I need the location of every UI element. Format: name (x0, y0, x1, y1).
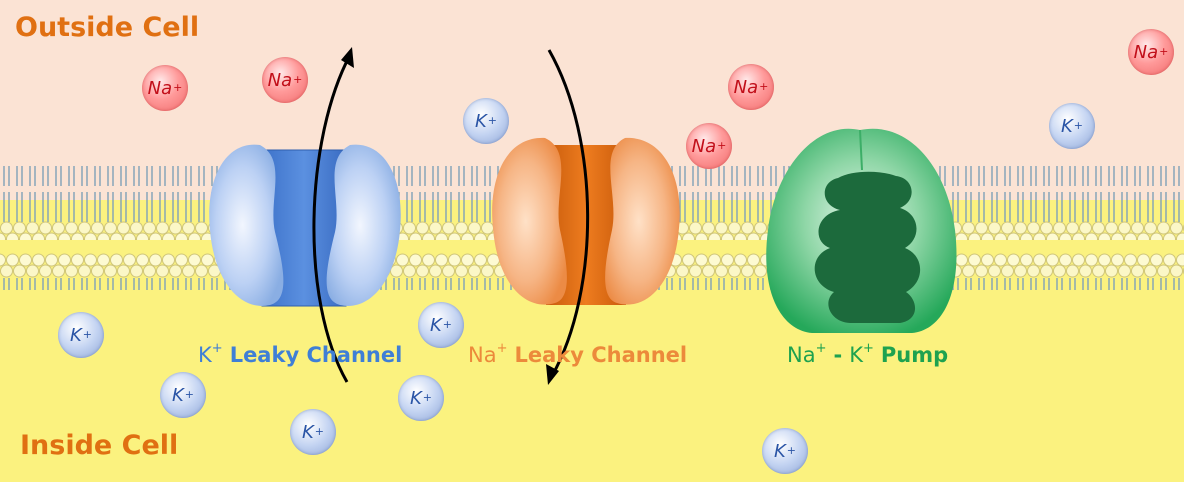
na-k-pump (766, 128, 957, 333)
inside-cell-label: Inside Cell (20, 430, 179, 461)
na-ion: Na+ (262, 57, 308, 103)
pump-caption: Na+ - K+ Pump (787, 341, 949, 367)
k-ion: K+ (463, 98, 509, 144)
k-channel-caption: K+ Leaky Channel (198, 341, 403, 367)
na-ion: Na+ (1128, 29, 1174, 75)
na-ion: Na+ (686, 123, 732, 169)
k-ion: K+ (762, 428, 808, 474)
na-ion: Na+ (728, 64, 774, 110)
na-influx-arrow (546, 49, 590, 385)
k-ion: K+ (398, 375, 444, 421)
k-ion: K+ (290, 409, 336, 455)
k-ion: K+ (160, 372, 206, 418)
na-ion: Na+ (142, 65, 188, 111)
k-ion: K+ (1049, 103, 1095, 149)
k-ion: K+ (418, 302, 464, 348)
k-efflux-arrow (312, 47, 354, 383)
na-leaky-channel (492, 137, 680, 305)
na-channel-caption: Na+ Leaky Channel (468, 341, 688, 367)
k-leaky-channel (209, 144, 401, 307)
k-ion: K+ (58, 312, 104, 358)
outside-cell-label: Outside Cell (15, 12, 200, 43)
